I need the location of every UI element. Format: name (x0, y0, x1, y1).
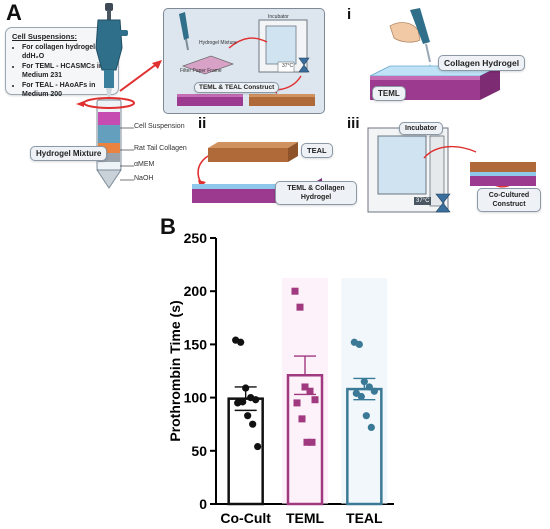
step-i-numeral: i (347, 6, 352, 23)
inset-temp-label: 37°C (282, 63, 294, 69)
bar-backdrop (341, 278, 388, 504)
y-tick-label: 200 (184, 283, 208, 299)
step-iii-result-label: Co-Cultured Construct (477, 188, 541, 212)
step-iii-teal-block (470, 162, 536, 172)
step-ii-numeral: ii (198, 115, 207, 132)
step-iii-numeral: iii (347, 115, 360, 132)
data-point (306, 387, 314, 395)
data-point (308, 438, 316, 446)
step-iii-temp-label: 37°C (414, 197, 432, 205)
pipette-plunger-icon (105, 3, 113, 11)
y-tick-label: 250 (184, 230, 208, 246)
data-point (252, 396, 260, 404)
suspension-item-teml: For TEML - HCASMCs in Medium 231 (22, 63, 112, 80)
step-ii-teal-block (208, 142, 298, 148)
data-point (254, 442, 262, 451)
data-point (244, 412, 252, 420)
step-iii-teml-block (470, 176, 536, 186)
data-point (367, 423, 375, 431)
pipette-body-icon (95, 19, 123, 71)
tube-label-lines (120, 127, 134, 181)
data-point (301, 383, 309, 391)
data-point (303, 438, 311, 446)
step-i-hydrogel-label: Collagen Hydrogel (438, 55, 526, 71)
tube-label-amem: αMEM (134, 161, 155, 168)
suspension-item-collagen: For collagen hydrogel - ddH₂O (22, 44, 112, 61)
step-ii-teal-label: TEAL (301, 143, 333, 158)
step-ii-hydrogel-layer (192, 184, 312, 189)
inset-hydrogel-mixture-label: Hydrogel Mixture (199, 40, 237, 46)
filter-frame-icon (181, 55, 235, 75)
inset-filter-frame-label: Filter Paper Frame (180, 68, 222, 74)
step-i-teml-label: TEML (372, 86, 406, 101)
bar-teal (346, 387, 383, 506)
data-point (362, 412, 370, 420)
category-label: TEAL (346, 510, 383, 526)
tube-label-collagen: Rat Tail Collagen (134, 145, 187, 152)
hourglass-icon (298, 57, 310, 73)
inset-construct-label: TEML & TEAL Construct (194, 82, 280, 93)
suspension-item-teal: For TEAL - HAoAFs in Medium 200 (22, 82, 112, 99)
arrow-to-inset (119, 60, 162, 92)
category-label: Co-Cult (220, 510, 271, 526)
data-point (291, 287, 299, 295)
inset-illustration (177, 12, 315, 106)
panel-b-letter: B (160, 214, 176, 239)
cell-suspensions-list: For collagen hydrogel - ddH₂O For TEML -… (12, 44, 112, 99)
hydrogel-mixture-label: Hydrogel Mixture (30, 146, 108, 161)
data-point (365, 383, 373, 391)
tube-label-cell-suspension: Cell Suspension (134, 123, 185, 130)
data-point (357, 392, 365, 401)
hand-icon (389, 22, 421, 43)
data-point (237, 338, 245, 346)
data-point (298, 415, 306, 423)
data-point (311, 396, 319, 404)
y-axis-label: Prothrombin Time (s) (167, 300, 183, 441)
data-point (293, 399, 301, 407)
data-point (370, 387, 378, 395)
y-tick-label: 150 (184, 336, 208, 352)
step-iii-hourglass-icon (435, 193, 451, 213)
y-tick-label: 100 (184, 390, 208, 406)
step-iii-illustration (367, 127, 536, 213)
data-point (249, 420, 257, 428)
y-tick-label: 50 (191, 443, 207, 459)
pipette-tube-illustration (76, 3, 135, 189)
step-iii-incubator-label: Incubator (399, 122, 443, 135)
data-point (239, 398, 247, 406)
cell-suspensions-title: Cell Suspensions: (12, 32, 78, 41)
panel-a-letter: A (6, 0, 22, 25)
category-label: TEML (286, 510, 325, 526)
y-tick-label: 0 (199, 496, 207, 512)
bar-backdrop (282, 278, 328, 504)
step-ii-result-label: TEML & Collagen Hydrogel (275, 181, 357, 205)
tube-label-naoh: NaOH (134, 175, 154, 182)
data-point (296, 303, 304, 311)
data-point (355, 340, 363, 348)
inset-incubator-label: Incubator (268, 14, 289, 20)
